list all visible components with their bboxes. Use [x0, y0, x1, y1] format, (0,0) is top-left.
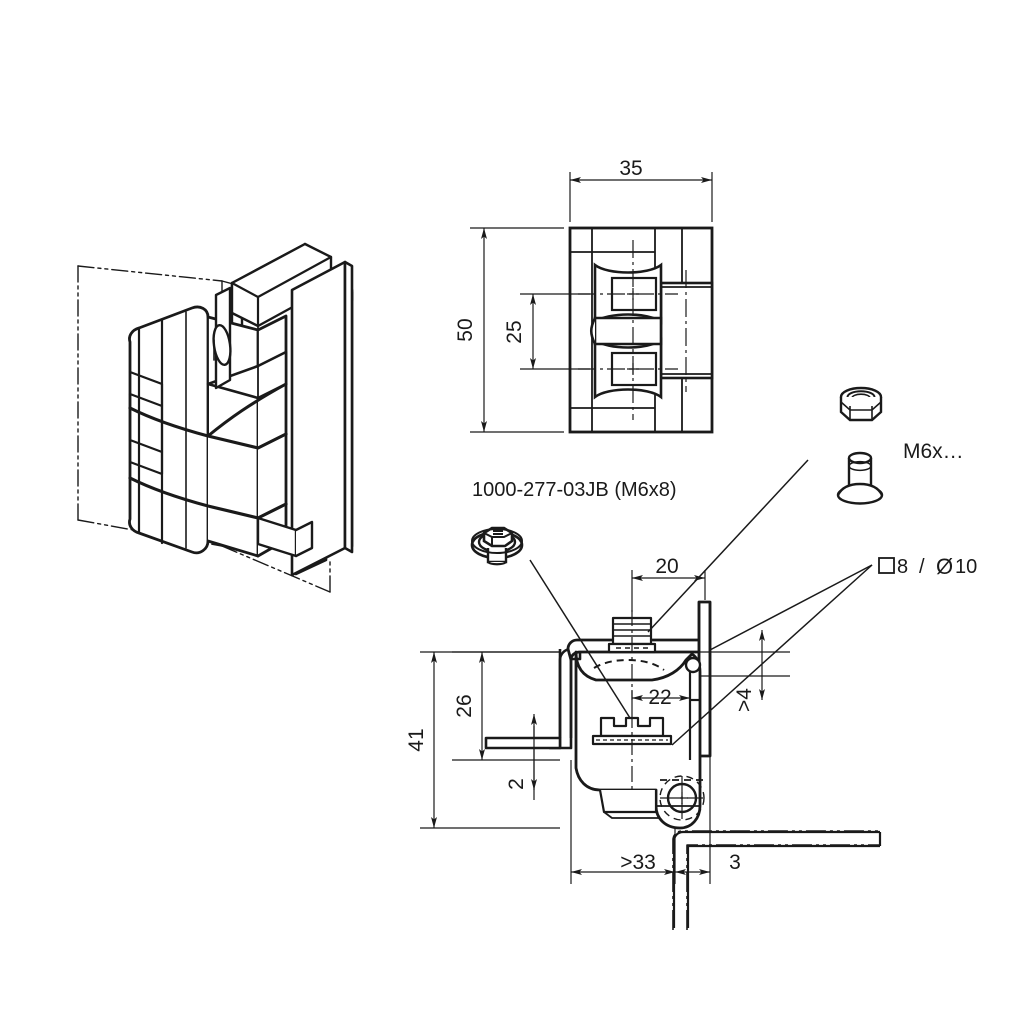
- top-bolt: [607, 610, 657, 700]
- cam-ramp-face: [206, 350, 288, 438]
- hole-spec-separator: /: [919, 556, 925, 578]
- dim-gt33: [570, 760, 676, 900]
- dim-width-35: [569, 172, 713, 222]
- leader-hole-spec-lower: [671, 564, 873, 746]
- section-internal-lines: [593, 659, 700, 819]
- dim-label-35: 35: [619, 157, 642, 180]
- dim-label-2: 2: [505, 778, 528, 790]
- front-elevation-view: [470, 172, 714, 434]
- diameter-symbol-icon: Ø: [936, 554, 953, 579]
- hex-lock-nut-icon: [839, 386, 883, 422]
- part-number-label: 1000-277-03JB (M6x8): [472, 479, 677, 501]
- pin-boss: [212, 286, 232, 390]
- leader-to-top-bolt: [647, 459, 809, 633]
- dim-3: [675, 756, 711, 884]
- leader-hole-spec-upper: [709, 564, 873, 651]
- front-middle-band: [589, 316, 663, 346]
- lower-flange-screw: [591, 712, 673, 790]
- dim-height-50: [470, 227, 564, 433]
- diameter-hole-size: 10: [955, 556, 977, 578]
- iso-detail-lines: [207, 312, 287, 399]
- leader-lines: [529, 459, 873, 746]
- square-hole-symbol-icon: [878, 557, 895, 574]
- hinge-body-ribs: [128, 311, 187, 549]
- section-edge-boss: [684, 656, 702, 674]
- hinge-pin-circle: [659, 775, 705, 821]
- dim-label-gt33: >33: [620, 851, 656, 874]
- dim-label-3: 3: [729, 851, 741, 874]
- square-hole-size: 8: [897, 556, 908, 578]
- front-centre-marks: [578, 240, 687, 420]
- dim-26: [452, 651, 560, 761]
- dim-20: [631, 570, 706, 612]
- lower-tab: [256, 516, 314, 558]
- dim-label-50: 50: [454, 318, 477, 341]
- frame-outer-rail: [290, 260, 354, 577]
- fastener-spec-label: M6x…: [903, 440, 964, 463]
- dim-label-gt4: >4: [733, 688, 756, 712]
- dim-label-41: 41: [405, 728, 428, 751]
- isometric-assembly-view: [77, 242, 354, 593]
- dim-label-22: 22: [648, 686, 671, 709]
- dim-label-20: 20: [655, 555, 678, 578]
- leader-to-lower-screw: [529, 559, 631, 719]
- dim-22: [631, 690, 691, 712]
- dim-label-25: 25: [503, 320, 526, 343]
- dim-height-25: [520, 293, 590, 370]
- dim-label-26: 26: [453, 694, 476, 717]
- hole-spec-label: 8 / Ø 10: [878, 554, 977, 579]
- side-section-view: [420, 570, 882, 930]
